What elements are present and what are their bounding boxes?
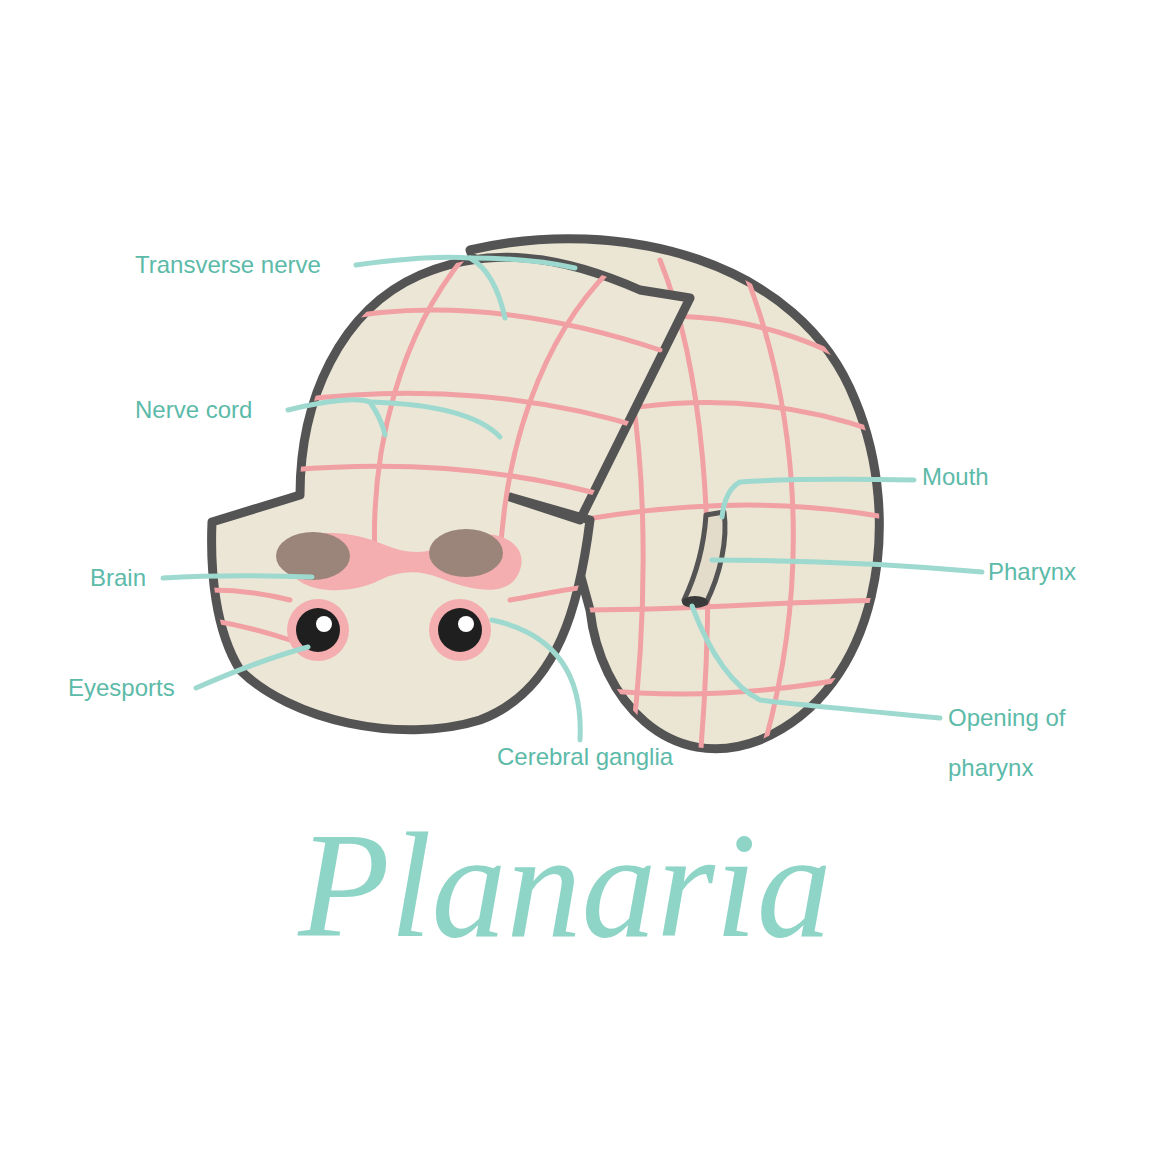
brain-lobe bbox=[276, 532, 350, 580]
title: Planaria bbox=[215, 800, 915, 970]
leader-lines bbox=[163, 257, 982, 740]
body-front bbox=[212, 257, 690, 730]
eyespot bbox=[438, 608, 482, 652]
part-label: Brain bbox=[90, 564, 146, 592]
part-label: Nerve cord bbox=[135, 396, 252, 424]
part-label: Cerebral ganglia bbox=[497, 743, 673, 771]
pharynx-tube bbox=[684, 512, 725, 603]
part-label: Opening of pharynx bbox=[948, 693, 1108, 793]
part-label: Pharynx bbox=[988, 558, 1076, 586]
eye-ring bbox=[429, 599, 491, 661]
eye-highlight bbox=[316, 616, 332, 632]
eye-highlight bbox=[458, 616, 474, 632]
eyespot bbox=[296, 608, 340, 652]
front-nerves bbox=[210, 250, 660, 640]
pharynx-opening bbox=[682, 596, 708, 608]
part-label: Eyesports bbox=[68, 674, 175, 702]
part-label: Mouth bbox=[922, 463, 989, 491]
part-label: Transverse nerve bbox=[135, 251, 321, 279]
brain-lobe bbox=[429, 529, 503, 577]
